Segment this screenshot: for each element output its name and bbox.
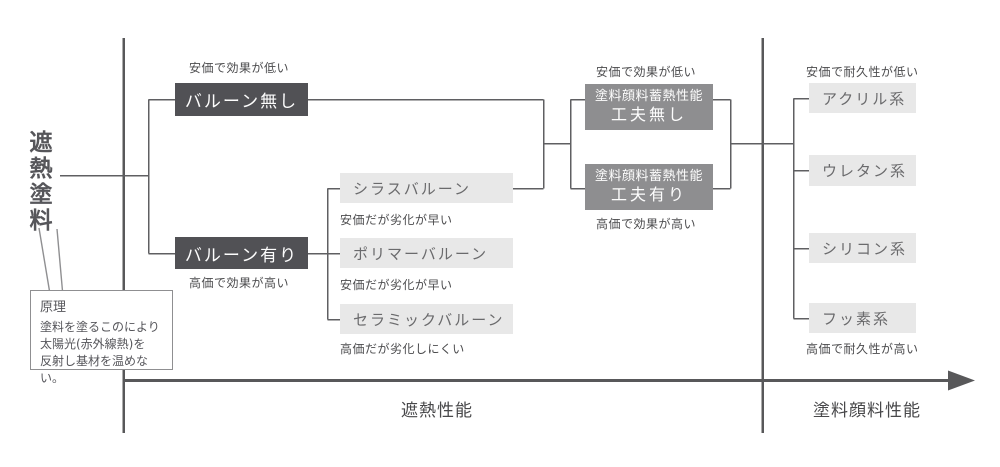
note-balloon-with: 高価で効果が高い — [189, 276, 290, 290]
axis-label-pigment: 塗料顔料性能 — [813, 401, 921, 421]
node-silicone: シリコン系 — [809, 233, 916, 263]
note-balloon-none: 安価で効果が低い — [189, 61, 290, 75]
note-pigment-no-effort: 安価で効果が低い — [596, 65, 697, 79]
node-acrylic: アクリル系 — [809, 83, 916, 113]
callout-tail — [38, 227, 64, 292]
node-fluorine: フッ素系 — [809, 303, 916, 333]
node-balloon-none: バルーン無し — [175, 83, 308, 116]
node-pigment-effort: 塗料顔料蓄熱性能 工夫有り — [585, 164, 713, 210]
principle-callout: 原理 塗料を塗るこのにより 太陽光(赤外線熱)を 反射し基材を温めない。 — [30, 290, 173, 385]
axis-label-heat-shield: 遮熱性能 — [401, 401, 473, 421]
note-polymer-balloon: 安価だが劣化が早い — [340, 278, 453, 292]
callout-text-line: 反射し基材を温めない。 — [40, 354, 149, 385]
note-pigment-effort: 高価で効果が高い — [596, 217, 697, 231]
pigment-category-label: 塗料顔料蓄熱性能 — [594, 88, 703, 104]
callout-heading: 原理 — [40, 300, 67, 315]
note-ceramic-balloon: 高価だが劣化しにくい — [340, 342, 465, 356]
callout-text-line: 塗料を塗るこのにより — [40, 320, 160, 334]
pigment-effort-label: 工夫有り — [610, 185, 687, 205]
node-shirasu-balloon: シラスバルーン — [340, 173, 513, 203]
pigment-category-label: 塗料顔料蓄熱性能 — [594, 168, 703, 184]
node-polymer-balloon: ポリマーバルーン — [340, 238, 513, 268]
note-resin-top: 安価で耐久性が低い — [806, 65, 919, 79]
node-balloon-with: バルーン有り — [175, 237, 308, 269]
node-ceramic-balloon: セラミックバルーン — [340, 304, 513, 334]
axis-arrowhead-icon — [948, 370, 975, 391]
node-urethane: ウレタン系 — [809, 155, 916, 186]
callout-text-line: 太陽光(赤外線熱)を — [40, 337, 146, 351]
note-shirasu-balloon: 安価だが劣化が早い — [340, 213, 453, 227]
node-pigment-no-effort: 塗料顔料蓄熱性能 工夫無し — [585, 84, 713, 130]
note-resin-bottom: 高価で耐久性が高い — [806, 342, 919, 356]
diagram-title: 遮熱塗料 — [25, 130, 51, 234]
tree-branch-lines — [60, 97, 809, 321]
pigment-effort-label: 工夫無し — [610, 105, 687, 125]
